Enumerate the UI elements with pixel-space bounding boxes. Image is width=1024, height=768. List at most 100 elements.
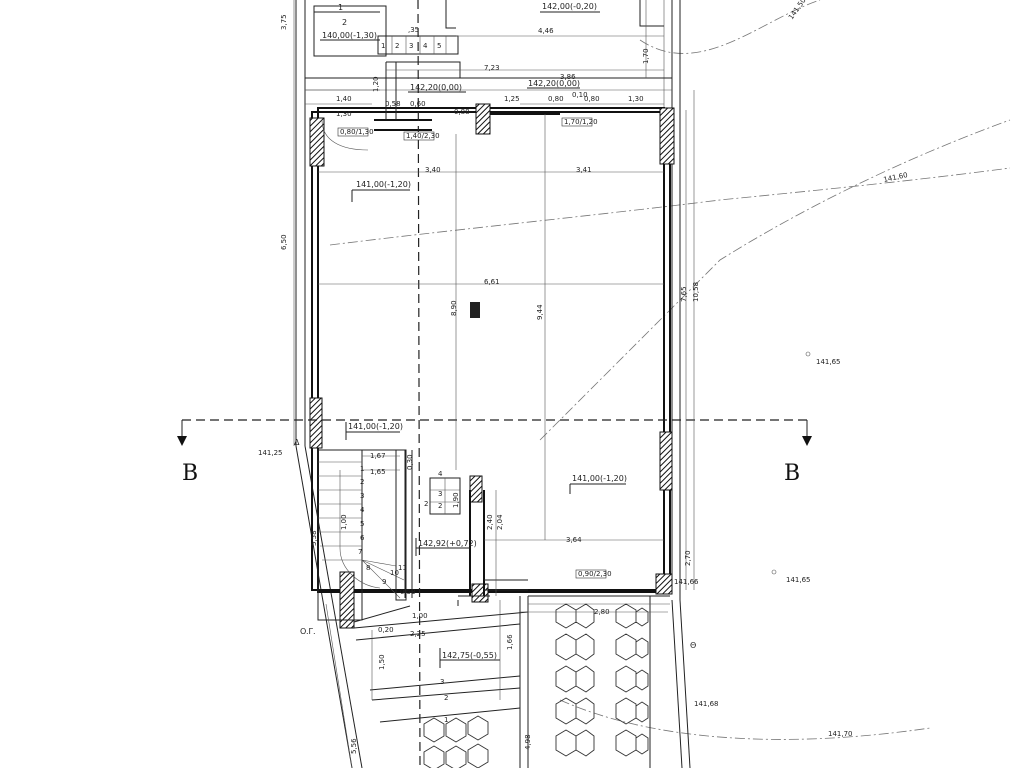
vertical-axis-line — [417, 0, 421, 768]
dim-2-80: 2,80 — [594, 608, 610, 616]
stair-step-9: 9 — [382, 578, 386, 586]
dim-5-56: 5,56 — [350, 738, 358, 754]
dim-1-66: 1,66 — [506, 634, 514, 650]
dim-3-64: 3,64 — [566, 536, 582, 544]
upper-step-label-2: 2 — [342, 18, 347, 27]
dim-1-00: 1,00 — [340, 514, 348, 530]
dim-1-40: 1,40 — [336, 95, 352, 103]
stair-step-6: 6 — [360, 534, 365, 542]
point-og: O.Γ. — [300, 627, 316, 636]
contour-lines — [329, 0, 1011, 740]
central-stair-step-3: 3 — [438, 490, 442, 498]
stair-step-11: 11 — [398, 564, 407, 572]
window-tag-box-4 — [575, 569, 607, 579]
dim-1-90: 1,90 — [452, 492, 460, 508]
stair-step-5: 5 — [360, 520, 364, 528]
dim-35: ,35 — [408, 26, 419, 34]
stair-step-10: 10 — [390, 569, 399, 577]
window-tag-1: 0,80/1,30 — [340, 128, 374, 136]
upper-stair — [313, 0, 664, 151]
dim-2-25: 2,25 — [410, 630, 426, 638]
dim-7-23: 7,23 — [484, 64, 500, 72]
window-tag-box-2 — [403, 131, 435, 141]
dim-6-61: 6,61 — [484, 278, 500, 286]
window-tag-3: 1,70/1,20 — [564, 118, 598, 126]
spot-141-25: 141,25 — [258, 449, 283, 457]
dim-1-70: 1,70 — [642, 48, 650, 64]
dim-0-88: 0,88 — [454, 108, 470, 116]
stair-number-tag: 2 — [424, 500, 428, 508]
partitions — [404, 450, 528, 606]
spot-141-65-a: 141,65 — [816, 358, 841, 366]
spot-141-65-b: 141,65 — [786, 576, 811, 584]
window-tag-4: 0,90/2,30 — [578, 570, 612, 578]
dim-3-41: 3,41 — [576, 166, 592, 174]
dim-3-40: 3,40 — [425, 166, 441, 174]
upper-step-label-1: 1 — [338, 3, 343, 12]
stair-step-1: 1 — [360, 465, 364, 473]
dim-3-75: 3,75 — [280, 14, 288, 30]
contour-141-60: 141,60 — [883, 171, 909, 184]
section-line-bb — [177, 419, 812, 446]
dim-2-04: 2,04 — [496, 514, 504, 530]
point-delta: Δ — [294, 438, 300, 447]
spot-141-68: 141,68 — [694, 700, 719, 708]
dim-1-67: 1,67 — [370, 452, 386, 460]
spot-141-66: 141,66 — [674, 578, 699, 586]
dim-3-86: 3,86 — [560, 73, 576, 81]
dim-0-20: 0,20 — [378, 626, 394, 634]
section-label-right: B — [784, 461, 800, 486]
window-tag-box-3 — [561, 117, 593, 127]
stair-step-7: 7 — [358, 548, 362, 556]
dim-0-60: 0,60 — [410, 100, 426, 108]
level-ramp: 142,75(-0,55) — [442, 651, 497, 660]
dim-0-58: 0,58 — [385, 100, 401, 108]
dim-0-10: 0,10 — [572, 91, 588, 99]
ramp-step-1: 1 — [444, 716, 448, 724]
small-step-3: 3 — [409, 42, 413, 50]
spot-point-2 — [771, 569, 777, 575]
window-tag-2: 1,40/2,30 — [406, 132, 440, 140]
stair-step-2: 2 — [360, 478, 364, 486]
dim-0-53: 0,53 — [400, 588, 416, 596]
stair-step-3: 3 — [360, 492, 364, 500]
small-step-5: 5 — [437, 42, 441, 50]
small-step-1: 1 — [381, 42, 385, 50]
level-entry-right: 142,20(0,00) — [528, 79, 580, 88]
dim-1-20: 1,20 — [372, 76, 380, 92]
level-room-mid: 141,00(-1,20) — [348, 422, 403, 431]
dim-9-44: 9,44 — [536, 304, 544, 320]
dim-1-25: 1,25 — [504, 95, 520, 103]
small-step-2: 2 — [395, 42, 399, 50]
dim-0-30: 0,30 — [406, 454, 414, 470]
dim-1-50: 1,50 — [378, 654, 386, 670]
dim-1-00-b: 1,00 — [412, 612, 428, 620]
dim-6-50: 6,50 — [280, 234, 288, 250]
ramp-step-2: 2 — [444, 694, 448, 702]
cobblestone-paving — [423, 603, 649, 768]
level-top: 142,00(-0,20) — [542, 2, 597, 11]
ramp-step-3: 3 — [440, 678, 444, 686]
dim-1-30-left: 1,30 — [336, 110, 352, 118]
dim-1-30-right: 1,30 — [628, 95, 644, 103]
central-stair-step-2: 2 — [438, 502, 442, 510]
spot-point-1 — [805, 351, 811, 357]
stair-step-4: 4 — [360, 506, 365, 514]
spot-141-70: 141,70 — [828, 730, 853, 738]
level-entry: 142,20(0,00) — [410, 83, 462, 92]
level-stair-top: 140,00(-1,30) — [322, 31, 377, 40]
small-step-4: 4 — [423, 42, 428, 50]
dim-0-80-b: 0,80 — [584, 95, 600, 103]
dim-2-40: 2,40 — [486, 514, 494, 530]
dim-10-58: 10,58 — [692, 282, 700, 302]
contour-141-50: 141,50 — [787, 0, 808, 21]
dim-2-70: 2,70 — [684, 550, 692, 566]
dim-7-65: 7,65 — [680, 286, 688, 302]
fireplace-marker — [470, 302, 480, 318]
central-stair-step-4: 4 — [438, 470, 443, 478]
window-tag-box-1 — [337, 127, 369, 137]
dim-5-58: 5,58 — [310, 530, 318, 546]
level-room-upper: 141,00(-1,20) — [356, 180, 411, 189]
central-small-stair — [429, 477, 461, 515]
